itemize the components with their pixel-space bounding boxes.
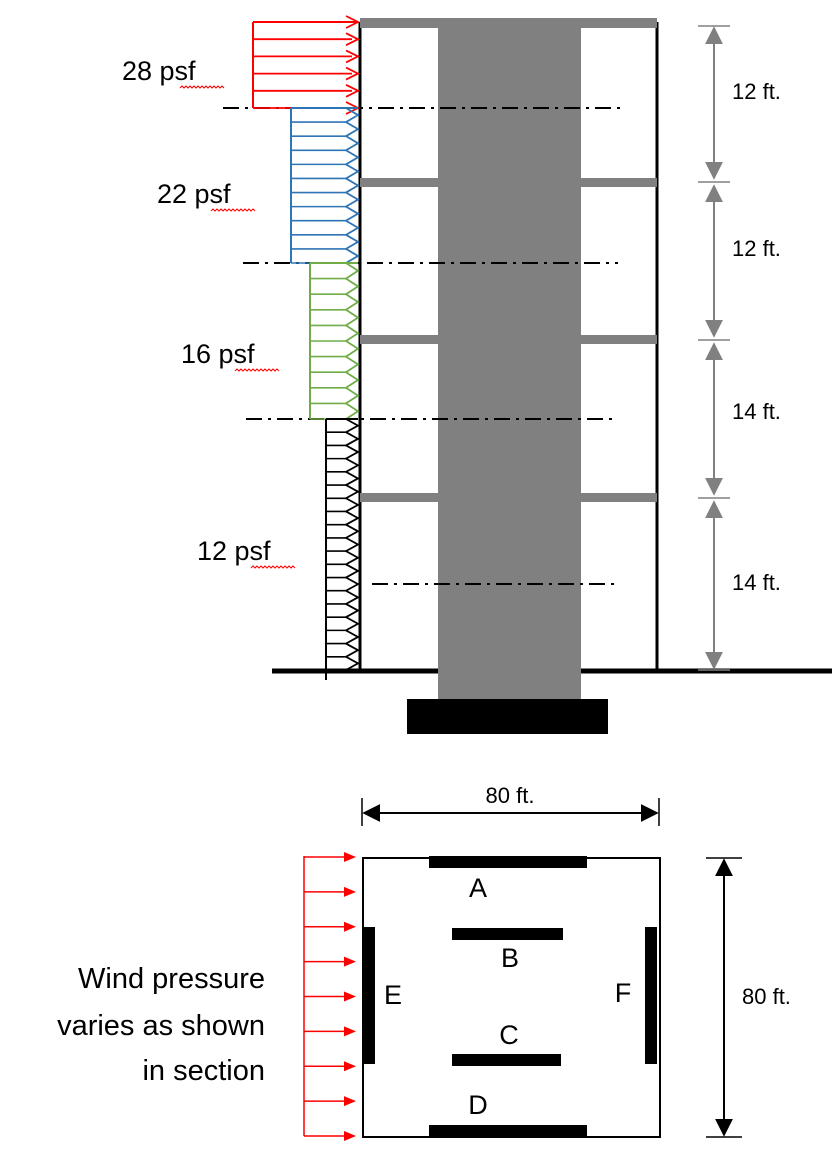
plan-width-label: 80 ft.: [486, 783, 535, 808]
pressure-zone-12-psf: [325, 418, 360, 680]
story-height-dimensions: 12 ft. 12 ft. 14 ft. 14 ft.: [698, 25, 781, 671]
plan-wind-arrow-head: [344, 991, 356, 1002]
concrete-core: [438, 22, 581, 702]
story-height-label-4: 14 ft.: [732, 570, 781, 595]
plan-wind-arrow-head: [344, 886, 356, 897]
plan-wind-arrows: [303, 852, 356, 1141]
shear-wall-e: [363, 927, 375, 1064]
wall-label-c: C: [499, 1020, 519, 1050]
zone-22-zigzag: [344, 107, 360, 264]
underline-28: [179, 85, 225, 89]
plan-wind-arrow-head: [344, 1096, 356, 1107]
story-height-label-2: 12 ft.: [732, 236, 781, 261]
zone-28-arrow-head: [345, 66, 361, 81]
wall-label-a: A: [469, 873, 487, 903]
pressure-label-12: 12 psf: [197, 536, 271, 566]
elevation-view: 28 psf 22 psf 16 psf 12 psf 12 ft. 12 ft…: [122, 15, 832, 734]
underline-16: [234, 368, 280, 372]
pressure-zone-28-psf: [252, 15, 361, 115]
plan-wind-arrow-head: [344, 1026, 356, 1037]
underline-12: [250, 565, 296, 569]
plan-wind-arrow-head: [344, 956, 356, 967]
pressure-label-16: 16 psf: [181, 339, 255, 369]
zone-28-arrow-head: [345, 83, 361, 98]
plan-view: 80 ft. A B C D E F 80 ft. Wind pressure …: [57, 783, 791, 1141]
wind-note-line-1: Wind pressure: [78, 963, 265, 995]
plan-wind-arrow-head: [344, 852, 356, 862]
zone-12-zigzag: [344, 418, 360, 671]
wind-note-line-3: in section: [142, 1055, 265, 1087]
shear-wall-c: [452, 1054, 561, 1066]
zone-28-arrow-head: [345, 49, 361, 64]
wall-label-f: F: [615, 978, 632, 1008]
plan-wind-arrow-head: [344, 1061, 356, 1072]
plan-wind-arrow-head: [344, 921, 356, 932]
plan-depth-label: 80 ft.: [742, 984, 791, 1009]
spellcheck-underlines: [179, 85, 296, 569]
pressure-zone-22-psf: [290, 107, 360, 264]
zone-16-zigzag: [344, 262, 360, 420]
wall-label-b: B: [501, 943, 519, 973]
shear-wall-f: [645, 927, 657, 1064]
underline-22: [210, 208, 256, 212]
story-height-label-1: 12 ft.: [732, 79, 781, 104]
core-foundation: [407, 699, 608, 734]
pressure-label-22: 22 psf: [157, 179, 231, 209]
wall-label-e: E: [384, 980, 402, 1010]
pressure-zone-16-psf: [309, 262, 360, 420]
wall-label-d: D: [468, 1090, 488, 1120]
shear-wall-b: [452, 928, 563, 940]
plan-wind-arrow-head: [344, 1131, 356, 1141]
pressure-label-28: 28 psf: [122, 56, 196, 86]
shear-wall-d: [429, 1125, 587, 1137]
story-height-label-3: 14 ft.: [732, 399, 781, 424]
wind-note-line-2: varies as shown: [57, 1010, 265, 1042]
zone-28-arrow-head: [345, 32, 361, 47]
shear-wall-a: [429, 856, 587, 868]
